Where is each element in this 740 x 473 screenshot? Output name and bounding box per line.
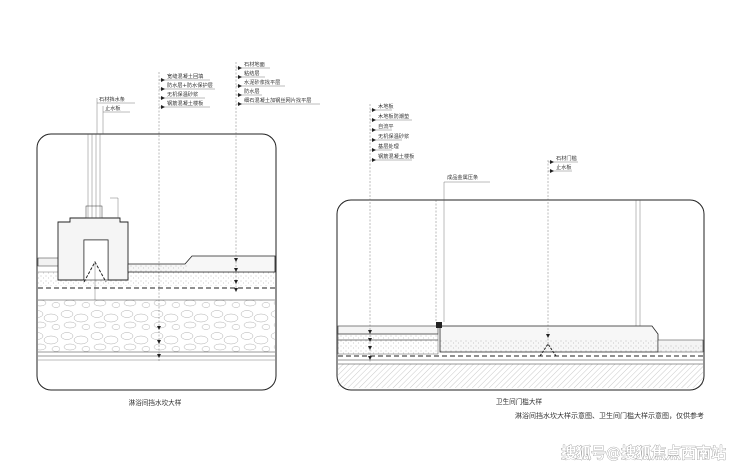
label-insulation-mortar: 无机保温砂浆 xyxy=(167,90,198,98)
label-moisture-pad: 木地板防潮垫 xyxy=(378,112,410,120)
left-labels-top-mid: 宽缝混凝土回填 防水层+防水保护层 无机保温砂浆 钢筋混凝土楼板 xyxy=(159,72,215,109)
label-stone-water-bar: 石材挡水条 xyxy=(99,95,125,103)
right-labels-left: 木地板 木地板防潮垫 自流平 无机保温砂浆 基层处理 钢筋混凝土楼板 xyxy=(370,102,415,162)
label-self-leveling: 自流平 xyxy=(378,122,394,130)
label-waterproof-protect: 防水层+防水保护层 xyxy=(167,81,213,89)
label-adhesive-layer: 粘结层 xyxy=(244,69,260,77)
label-right-insulation: 无机保温砂浆 xyxy=(378,132,409,140)
left-labels-top-right: 石材地面 粘结层 水泥砂浆找平层 防水层 细石混凝土加钢丝网片找平层 xyxy=(236,60,320,106)
right-frame xyxy=(336,199,705,391)
right-detail: 木地板 木地板防潮垫 自流平 无机保温砂浆 基层处理 钢筋混凝土楼板 成品金属压… xyxy=(336,102,705,406)
label-metal-strip: 成品金属压条 xyxy=(447,173,478,181)
label-leveling-mortar: 水泥砂浆找平层 xyxy=(244,78,280,86)
metal-strip xyxy=(436,322,442,328)
left-concrete-slab xyxy=(38,300,275,352)
wood-floor xyxy=(337,325,439,335)
left-caption: 淋浴间挡水坎大样 xyxy=(129,398,182,407)
left-frame xyxy=(36,133,277,391)
label-waterproof: 防水层 xyxy=(244,87,260,95)
right-label-mid: 成品金属压条 xyxy=(444,173,490,183)
right-concrete-slab xyxy=(338,364,703,388)
right-labels-right: 石材门槛 止水板 xyxy=(548,154,578,173)
label-right-rc-slab: 钢筋混凝土楼板 xyxy=(378,152,415,160)
label-wood-floor: 木地板 xyxy=(378,102,394,110)
left-detail: 石材挡水条 止水板 宽缝混凝土回填 防水层+防水保护层 无机保温砂浆 钢筋混凝土… xyxy=(36,60,320,407)
label-stone-threshold: 石材门槛 xyxy=(556,154,577,162)
watermark: 搜狐号@搜狐焦点西南站 xyxy=(561,444,726,462)
label-right-water-stop: 止水板 xyxy=(556,163,572,171)
label-stone-floor: 石材地面 xyxy=(244,60,265,68)
left-labels-top-left: 石材挡水条 止水板 xyxy=(97,95,135,113)
label-fine-concrete: 细石混凝土加钢丝网片找平层 xyxy=(244,96,311,104)
right-caption: 卫生间门槛大样 xyxy=(496,397,543,406)
right-water-stop xyxy=(539,343,557,357)
label-rc-slab: 钢筋混凝土楼板 xyxy=(167,99,204,107)
footnote: 淋浴间挡水坎大样示意图、卫生间门槛大样示意图，仅供参考 xyxy=(515,411,704,420)
label-backfill: 宽缝混凝土回填 xyxy=(167,72,203,80)
label-water-stop: 止水板 xyxy=(105,104,121,112)
label-base-treatment: 基层处理 xyxy=(378,142,400,150)
